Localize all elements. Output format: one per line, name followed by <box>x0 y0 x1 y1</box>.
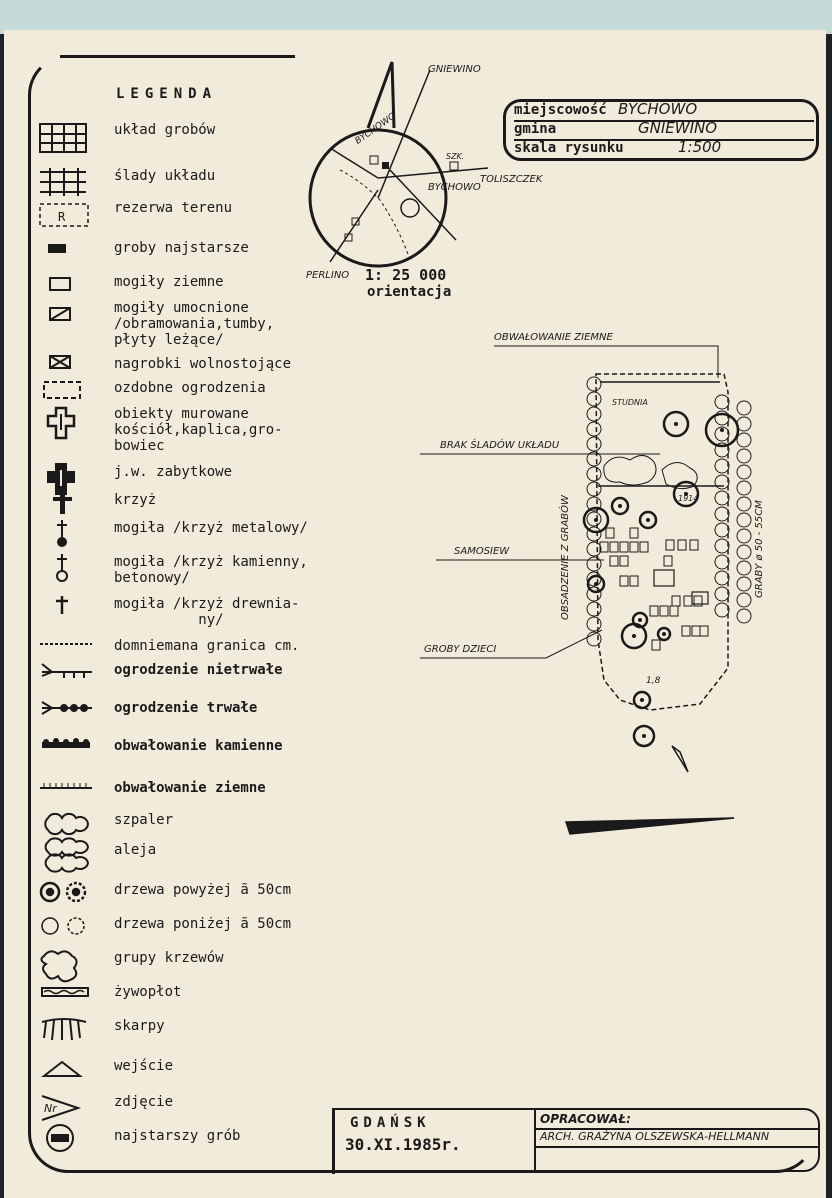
southwest-town-label: PERLINO <box>306 270 350 281</box>
footer-city: GDAŃSK <box>350 1115 431 1131</box>
svg-text:R: R <box>58 210 66 224</box>
grid-traces-icon <box>40 168 86 196</box>
legend-item-label: żywopłot <box>114 984 182 1000</box>
author-rule-2 <box>536 1146 818 1148</box>
author-rule-1 <box>536 1128 818 1130</box>
legend-item-label: ogrodzenie trwałe <box>114 700 258 716</box>
commune-label: gmina <box>514 121 557 137</box>
wooden-cross-icon <box>56 596 68 614</box>
no-traces-label: BRAK ŚLADÓW UKŁADU <box>440 440 560 451</box>
crossed-rect-icon <box>49 355 71 369</box>
living-hedge-icon <box>41 987 89 997</box>
orientation-label: orientacja <box>367 284 452 300</box>
legend-item-label: układ grobów <box>114 122 216 138</box>
legend-item-label: obwałowanie ziemne <box>114 780 266 796</box>
legend-item-label: najstarszy grób <box>114 1128 241 1144</box>
self-sown-label: SAMOSIEW <box>454 546 510 557</box>
footer-date: 30.XI.1985r. <box>345 1135 461 1154</box>
well-label: STUDNIA <box>612 398 648 407</box>
legend-item-label: skarpy <box>114 1018 165 1034</box>
svg-text:Nr: Nr <box>44 1102 58 1115</box>
legend-item-label: krzyż <box>114 492 157 508</box>
author-name: ARCH. GRAŻYNA OLSZEWSKA-HELLMANN <box>540 1130 770 1143</box>
legend-item-label: mogiły ziemne <box>114 274 224 290</box>
empty-rect-icon <box>49 277 71 291</box>
legend-item-label: domniemana granica cm. <box>114 638 300 654</box>
legend-item-label: obiekty murowane kościół,kaplica,gro- bo… <box>114 406 283 454</box>
legend-item-label: nagrobki wolnostojące <box>114 356 292 372</box>
temp-fence-icon <box>41 663 92 678</box>
filled-rect-icon <box>48 244 66 253</box>
legend-item-label: obwałowanie kamienne <box>114 738 283 754</box>
dashed-line-icon <box>40 643 92 645</box>
legend-item-label: zdjęcie <box>114 1094 174 1110</box>
slopes-icon <box>41 1018 87 1041</box>
scale-value: 1:500 <box>678 138 722 156</box>
legend-item-label: drzewa powyżej ã 50cm <box>114 882 292 898</box>
footer-top-line <box>332 1108 536 1110</box>
hornbeams-label: GRABY ø 50 - 55CM <box>754 500 765 598</box>
legend-item-label: rezerwa terenu <box>114 200 233 216</box>
shrubs-icon <box>40 950 78 983</box>
footer-divider <box>332 1108 335 1174</box>
village-label: BYCHOWO <box>428 182 481 193</box>
legend-item-label: mogiła /krzyż kamienny, betonowy/ <box>114 554 308 586</box>
school-label: SZK. <box>446 152 465 161</box>
photo-icon: Nr <box>41 1095 82 1121</box>
east-town-label: TOLISZCZEK <box>480 174 543 185</box>
legend-item-label: mogiła /krzyż drewnia- ny/ <box>114 596 300 628</box>
dashed-rect-icon <box>43 381 81 399</box>
legend-item-label: wejście <box>114 1058 174 1074</box>
place-value: BYCHOWO <box>618 100 698 118</box>
stone-cross-icon <box>56 554 68 582</box>
reserve-R-icon: R <box>39 203 89 227</box>
metal-cross-icon <box>57 520 67 547</box>
info-rule-2 <box>514 139 814 141</box>
earth-embankment-icon <box>40 783 92 789</box>
legend-item-label: drzewa poniżej ã 50cm <box>114 916 292 932</box>
legend-item-label: aleja <box>114 842 157 858</box>
sheet-frame <box>28 55 816 1173</box>
orientation-scale: 1: 25 000 <box>365 266 447 284</box>
scale-label: skala rysunku <box>514 140 624 156</box>
height-label: 1,8 <box>646 676 661 686</box>
oldest-grave-icon <box>46 1124 74 1152</box>
perm-fence-icon <box>41 701 92 715</box>
church-outline-icon <box>46 406 76 440</box>
place-label: miejscowość <box>514 102 607 118</box>
info-box: miejscowość BYCHOWO gmina GNIEWINO skala… <box>503 99 819 161</box>
small-trees-icon <box>41 917 85 935</box>
entrance-icon <box>41 1060 83 1077</box>
grave-planting-label: OBSADZENIE Z GRABÓW <box>560 495 571 620</box>
child-graves-label: GROBY DZIECI <box>424 644 497 655</box>
frame-top-line <box>60 55 295 58</box>
slashed-rect-icon <box>49 307 71 321</box>
legend-title: LEGENDA <box>116 86 218 102</box>
church-filled-icon <box>47 463 75 495</box>
legend-item-label: ślady układu <box>114 168 216 184</box>
commune-value: GNIEWINO <box>638 119 718 137</box>
legend-item-label: groby najstarsze <box>114 240 249 256</box>
year-label: 1914 <box>678 494 699 503</box>
top-band <box>0 0 832 34</box>
alley-icon <box>44 837 90 873</box>
big-trees-icon <box>39 881 87 903</box>
stone-embankment-icon <box>42 738 90 748</box>
author-box: OPRACOWAŁ: ARCH. GRAŻYNA OLSZEWSKA-HELLM… <box>534 1108 820 1172</box>
legend-item-label: ozdobne ogrodzenia <box>114 380 266 396</box>
cross-icon <box>53 492 72 514</box>
hedge-row-icon <box>44 812 90 836</box>
legend-item-label: grupy krzewów <box>114 950 224 966</box>
legend-item-label: mogiły umocnione /obramowania,tumby, pły… <box>114 300 275 348</box>
grid-layout-icon <box>39 123 87 153</box>
legend-item-label: ogrodzenie nietrwałe <box>114 662 283 678</box>
legend-item-label: szpaler <box>114 812 174 828</box>
legend-item-label: mogiła /krzyż metalowy/ <box>114 520 308 536</box>
legend-item-label: j.w. zabytkowe <box>114 464 233 480</box>
earth-embankment-label: OBWAŁOWANIE ZIEMNE <box>494 332 613 343</box>
prepared-label: OPRACOWAŁ: <box>540 1112 631 1126</box>
info-rule-1 <box>514 120 814 122</box>
north-town-label: GNIEWINO <box>428 64 481 75</box>
